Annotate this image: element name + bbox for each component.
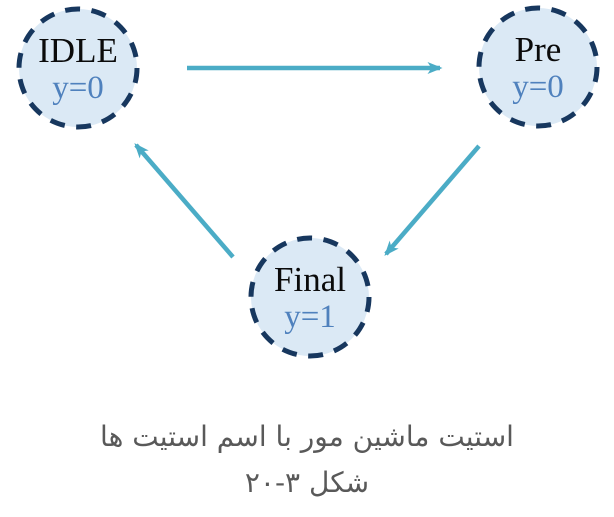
state-final-output: y=1 xyxy=(284,299,336,335)
arrow-pre-to-final xyxy=(384,144,481,256)
state-pre-circle xyxy=(476,5,600,129)
state-pre-name: Pre xyxy=(515,30,562,69)
state-final-circle xyxy=(248,235,372,359)
state-idle-name: IDLE xyxy=(38,31,118,70)
state-final: Final y=1 xyxy=(248,235,372,359)
state-idle: IDLE y=0 xyxy=(16,6,140,130)
state-pre-output: y=0 xyxy=(512,69,564,105)
arrow-final-to-idle xyxy=(134,143,235,259)
state-final-name: Final xyxy=(274,260,346,299)
state-idle-circle xyxy=(16,6,140,130)
caption-figure-number: شکل ۳-۲۰ xyxy=(244,466,370,500)
state-diagram: IDLE y=0 Pre y=0 Final y=1 xyxy=(16,5,600,359)
caption: استیت ماشین مور با اسم استیت ها شکل ۳-۲۰ xyxy=(0,414,614,506)
state-idle-output: y=0 xyxy=(52,70,104,106)
caption-title: استیت ماشین مور با اسم استیت ها xyxy=(100,420,514,453)
state-pre: Pre y=0 xyxy=(476,5,600,129)
